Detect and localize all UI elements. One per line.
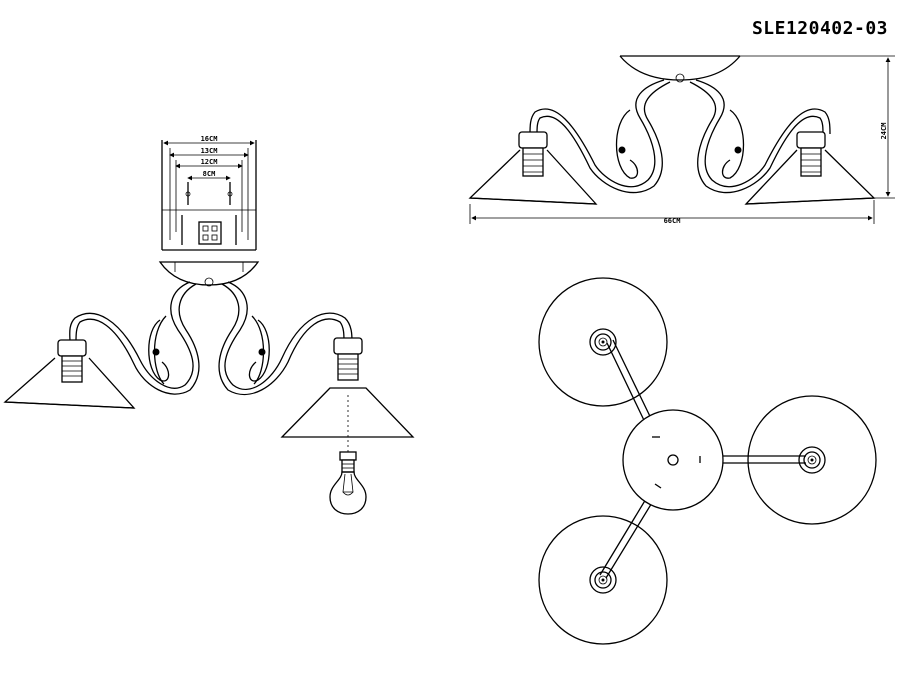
plan-socket-upper (589, 328, 617, 356)
plan-canopy (622, 409, 724, 511)
plan-shade-lower (538, 515, 668, 645)
dim-overall-width: 66CM (664, 217, 681, 225)
dim-plate-inner: 12CM (201, 158, 218, 166)
plan-shade-upper (538, 277, 668, 407)
dim-plate-outer: 16CM (201, 135, 218, 143)
model-number: SLE120402-03 (751, 18, 888, 39)
left-shade (3, 339, 136, 409)
plan-socket-right (798, 446, 826, 474)
side-view-drawing: 16CM 13CM 12CM 8CM (3, 135, 415, 515)
right-shade (280, 337, 415, 452)
dim-plate-mid: 13CM (201, 147, 218, 155)
dim-overall-height: 24CM (880, 123, 888, 140)
canopy (158, 261, 260, 286)
front-view-drawing (468, 55, 895, 224)
bulb-icon (329, 451, 367, 515)
lamp-arms (69, 281, 353, 396)
plan-shade-right (747, 395, 877, 525)
top-view-drawing (538, 277, 877, 645)
plan-socket-lower (589, 566, 617, 594)
dim-mount-spacing: 8CM (203, 170, 216, 178)
mounting-bracket (161, 140, 257, 251)
